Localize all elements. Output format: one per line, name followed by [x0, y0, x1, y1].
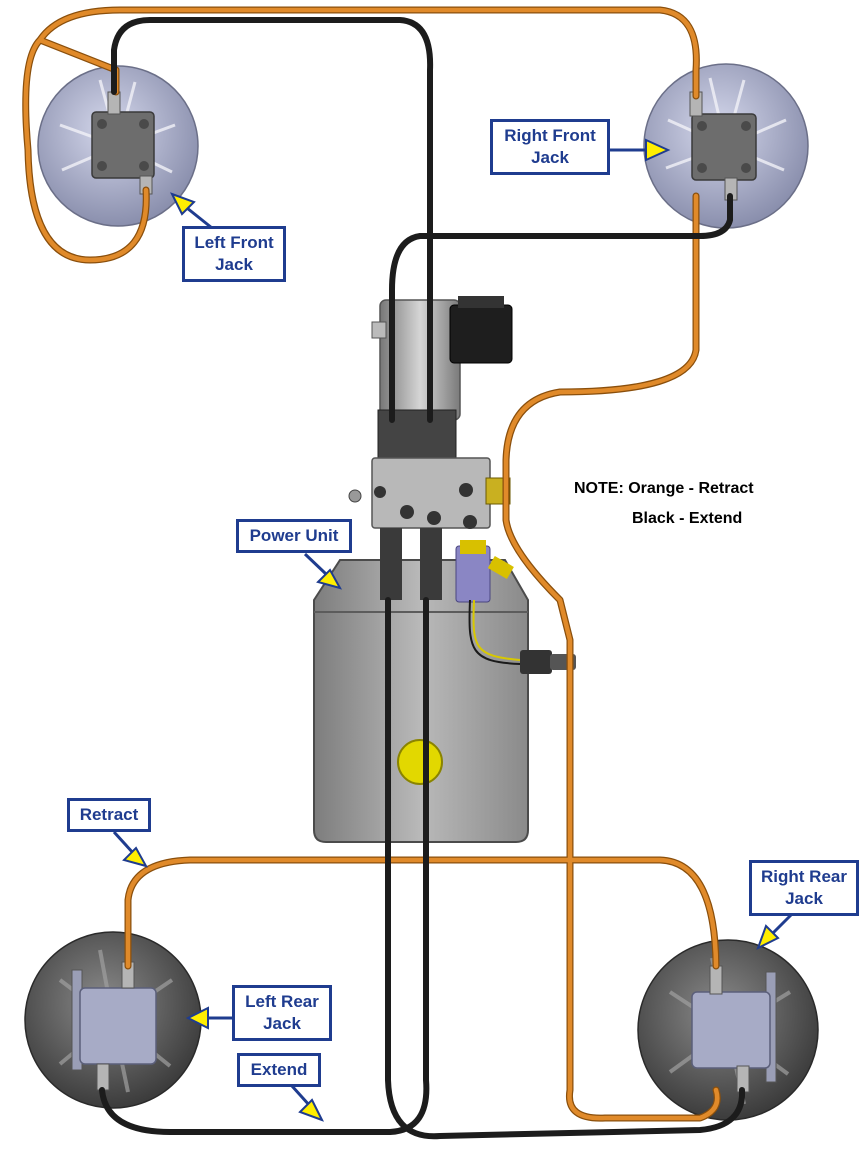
callout-arrows [112, 138, 794, 1122]
hose-color-note-line1: NOTE: Orange - Retract [574, 480, 754, 497]
power-unit-label: Power Unit [236, 519, 352, 553]
extend-hose-left-front [111, 17, 434, 423]
extend-hose-left-rear [99, 597, 430, 1135]
right-rear-jack [637, 939, 819, 1121]
power-unit [313, 296, 576, 843]
retract-label: Retract [67, 798, 151, 832]
extend-hose-right-front [389, 193, 733, 423]
left-rear-jack-label: Left Rear Jack [232, 985, 332, 1041]
right-front-jack [643, 63, 809, 229]
right-rear-jack-label-line2: Jack [785, 889, 823, 908]
right-front-jack-label: Right Front Jack [490, 119, 610, 175]
left-front-jack-label: Left Front Jack [182, 226, 286, 282]
right-rear-jack-label: Right Rear Jack [749, 860, 859, 916]
extend-hose-right-rear [385, 597, 746, 1140]
left-front-jack-label-line2: Jack [215, 255, 253, 274]
extend-label-text: Extend [250, 1060, 308, 1079]
left-rear-jack-label-line1: Left Rear [245, 992, 319, 1011]
power-unit-label-text: Power Unit [249, 526, 339, 545]
right-front-jack-label-line2: Jack [531, 148, 569, 167]
left-rear-jack [24, 931, 202, 1109]
left-rear-jack-label-line2: Jack [263, 1014, 301, 1033]
right-rear-jack-label-line1: Right Rear [761, 867, 847, 886]
extend-label: Extend [237, 1053, 321, 1087]
retract-label-text: Retract [79, 805, 139, 824]
left-front-jack-label-line1: Left Front [194, 233, 274, 252]
right-front-jack-label-line1: Right Front [504, 126, 596, 145]
hose-color-note-line2: Black - Extend [632, 510, 743, 527]
